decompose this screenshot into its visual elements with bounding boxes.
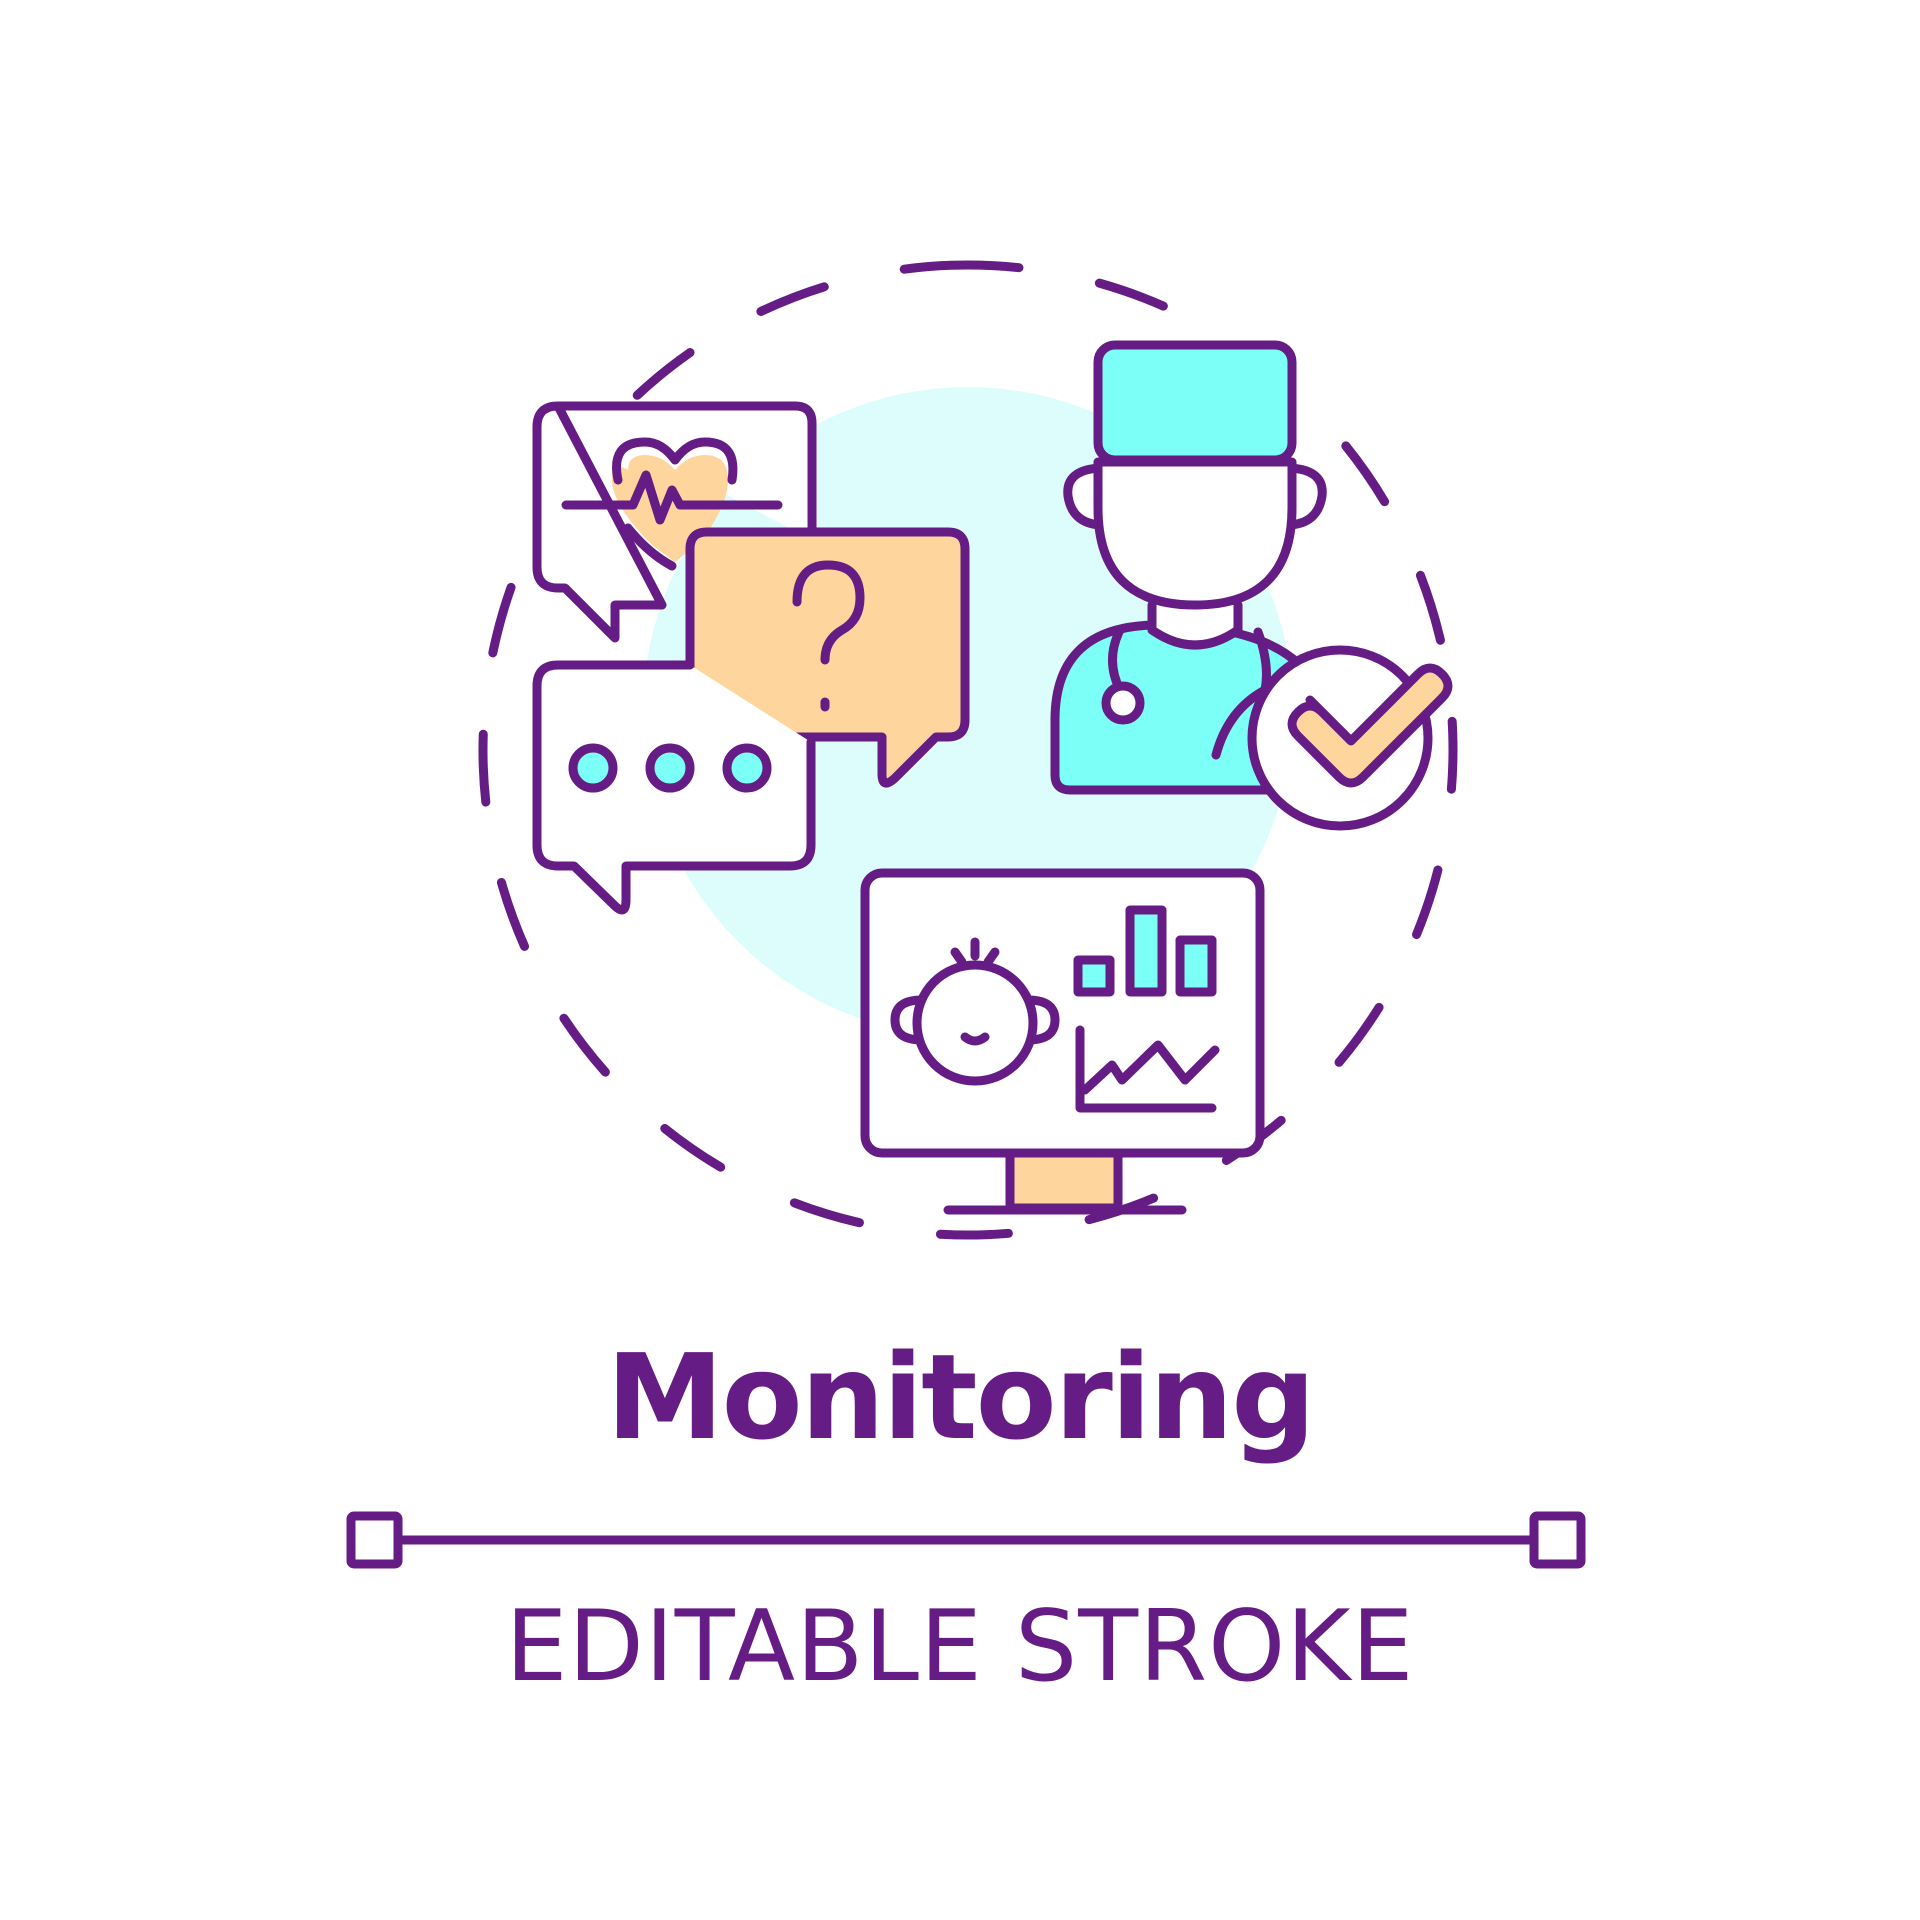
heart-rate-bubble-icon <box>532 401 817 643</box>
typing-bubble-icon <box>532 660 816 915</box>
baby-face-icon <box>890 937 1060 1086</box>
monitoring-illustration <box>478 260 1458 1240</box>
subtitle: EDITABLE STROKE <box>505 1590 1415 1704</box>
doctor-icon <box>1050 340 1327 795</box>
title: Monitoring <box>606 1328 1316 1466</box>
bar-chart-icon <box>1073 905 1217 997</box>
divider-line-icon <box>346 1511 1586 1569</box>
checkmark-badge-icon <box>1247 645 1453 831</box>
monitor-icon <box>860 868 1265 1215</box>
dashed-ring-icon <box>478 260 1458 1240</box>
line-chart-icon <box>1075 1025 1220 1113</box>
